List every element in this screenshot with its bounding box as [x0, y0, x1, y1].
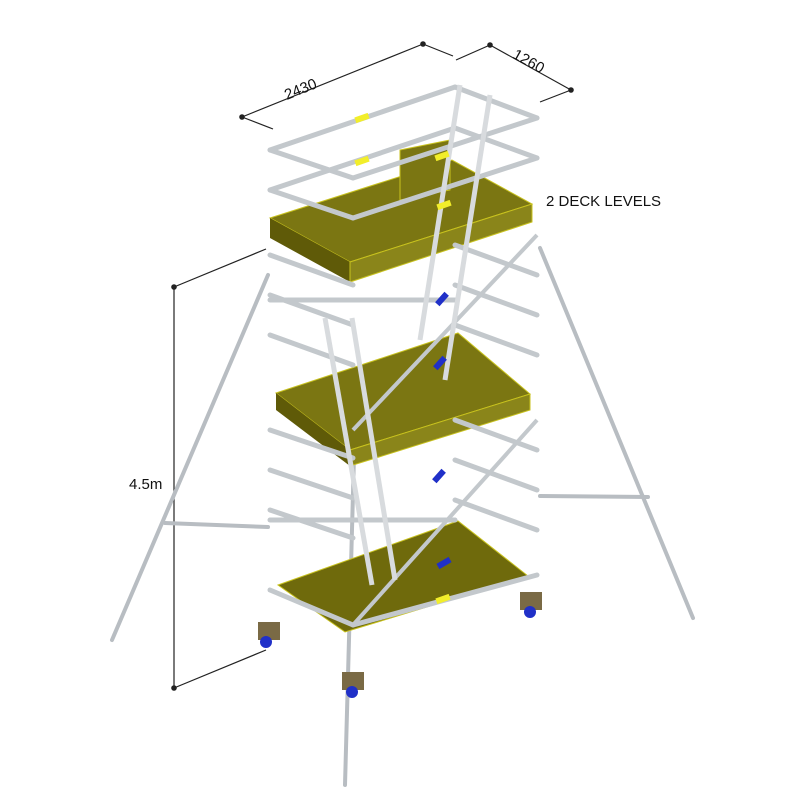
yellow-clips — [354, 112, 452, 605]
outriggers — [110, 246, 695, 787]
bottom-deck — [276, 520, 530, 633]
height-dimension-label: 4.5m — [129, 476, 163, 493]
dimension-lines — [171, 41, 574, 691]
diagonal-braces — [351, 233, 539, 627]
ladders — [322, 84, 493, 586]
deck-levels-label: 2 DECK LEVELS — [546, 193, 662, 210]
blue-clips — [432, 291, 452, 570]
castors — [258, 592, 542, 698]
